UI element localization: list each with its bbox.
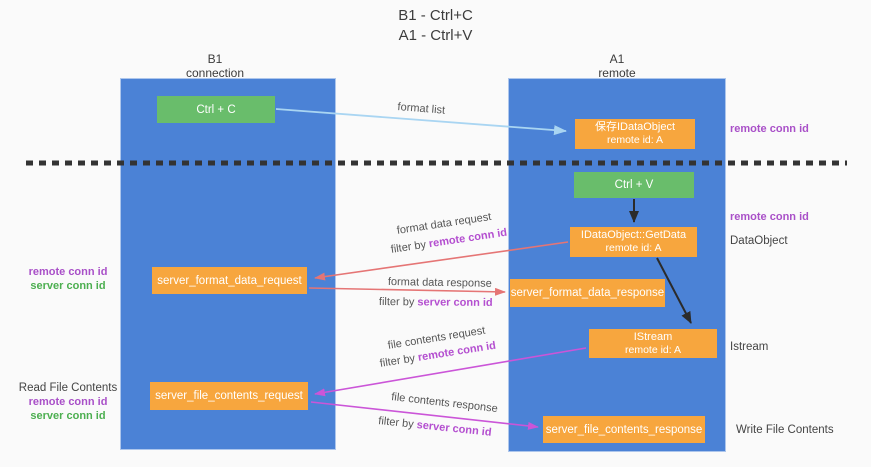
left-conn-id-stack-bottom: Read File Contents remote conn id server… bbox=[18, 381, 118, 423]
write-file-contents-annotation: Write File Contents bbox=[736, 424, 834, 436]
filter-by-text: filter by bbox=[379, 351, 419, 370]
idataobject-getdata-box: IDataObject::GetData remote id: A bbox=[570, 227, 697, 257]
server-conn-id-text: server conn id bbox=[417, 296, 493, 309]
lifeline-header-a1: A1 remote bbox=[557, 52, 677, 80]
b1-role: connection bbox=[185, 66, 245, 80]
save-idataobject-box: 保存IDataObject remote id: A bbox=[575, 119, 695, 149]
title-line-1: B1 - Ctrl+C bbox=[398, 7, 473, 24]
diagram-title: B1 - Ctrl+C A1 - Ctrl+V bbox=[0, 6, 871, 46]
title-line-2: A1 - Ctrl+V bbox=[398, 27, 473, 44]
format-data-response-label: format data response bbox=[387, 276, 492, 290]
file-contents-response-filter-label: filter by server conn id bbox=[378, 415, 492, 439]
left-remote-conn-id-top: remote conn id bbox=[28, 266, 108, 278]
server-file-contents-request-box: server_file_contents_request bbox=[150, 382, 308, 410]
read-file-contents-annotation: Read File Contents bbox=[18, 382, 118, 394]
b1-name: B1 bbox=[207, 52, 223, 66]
istream-annotation: Istream bbox=[730, 341, 769, 353]
server-conn-id-text: server conn id bbox=[416, 419, 493, 439]
server-file-contents-response-box: server_file_contents_response bbox=[543, 416, 705, 443]
server-format-data-response-box: server_format_data_response bbox=[510, 279, 665, 307]
server-format-data-request-box: server_format_data_request bbox=[152, 267, 307, 294]
istream-line2: remote id: A bbox=[624, 343, 682, 356]
getdata-line1: IDataObject::GetData bbox=[580, 229, 687, 241]
dataobject-annotation: DataObject bbox=[730, 235, 788, 247]
format-data-response-filter-label: filter by server conn id bbox=[379, 296, 493, 309]
right-remote-conn-id-mid: remote conn id bbox=[730, 211, 809, 223]
a1-role: remote bbox=[598, 66, 636, 80]
istream-box: IStream remote id: A bbox=[589, 329, 717, 358]
filter-by-text: filter by bbox=[378, 296, 418, 309]
istream-line1: IStream bbox=[633, 330, 673, 343]
left-remote-conn-id-bottom: remote conn id bbox=[28, 396, 108, 408]
right-remote-conn-id-top: remote conn id bbox=[730, 123, 809, 135]
save-idataobject-line2: remote id: A bbox=[606, 134, 664, 146]
ctrl-v-box: Ctrl + V bbox=[574, 172, 694, 198]
filter-by-text: filter by bbox=[377, 415, 418, 431]
left-server-conn-id-top: server conn id bbox=[30, 280, 106, 292]
file-contents-response-label: file contents response bbox=[390, 391, 499, 416]
format-list-label: format list bbox=[397, 101, 446, 117]
left-server-conn-id-bottom: server conn id bbox=[30, 410, 106, 422]
lifeline-header-b1: B1 connection bbox=[155, 52, 275, 80]
ctrl-c-box: Ctrl + C bbox=[157, 96, 275, 123]
filter-by-text: filter by bbox=[390, 238, 430, 256]
left-conn-id-stack-top: remote conn id server conn id bbox=[18, 265, 118, 293]
save-idataobject-line1: 保存IDataObject bbox=[594, 121, 676, 133]
a1-name: A1 bbox=[609, 52, 625, 66]
getdata-line2: remote id: A bbox=[605, 242, 662, 254]
